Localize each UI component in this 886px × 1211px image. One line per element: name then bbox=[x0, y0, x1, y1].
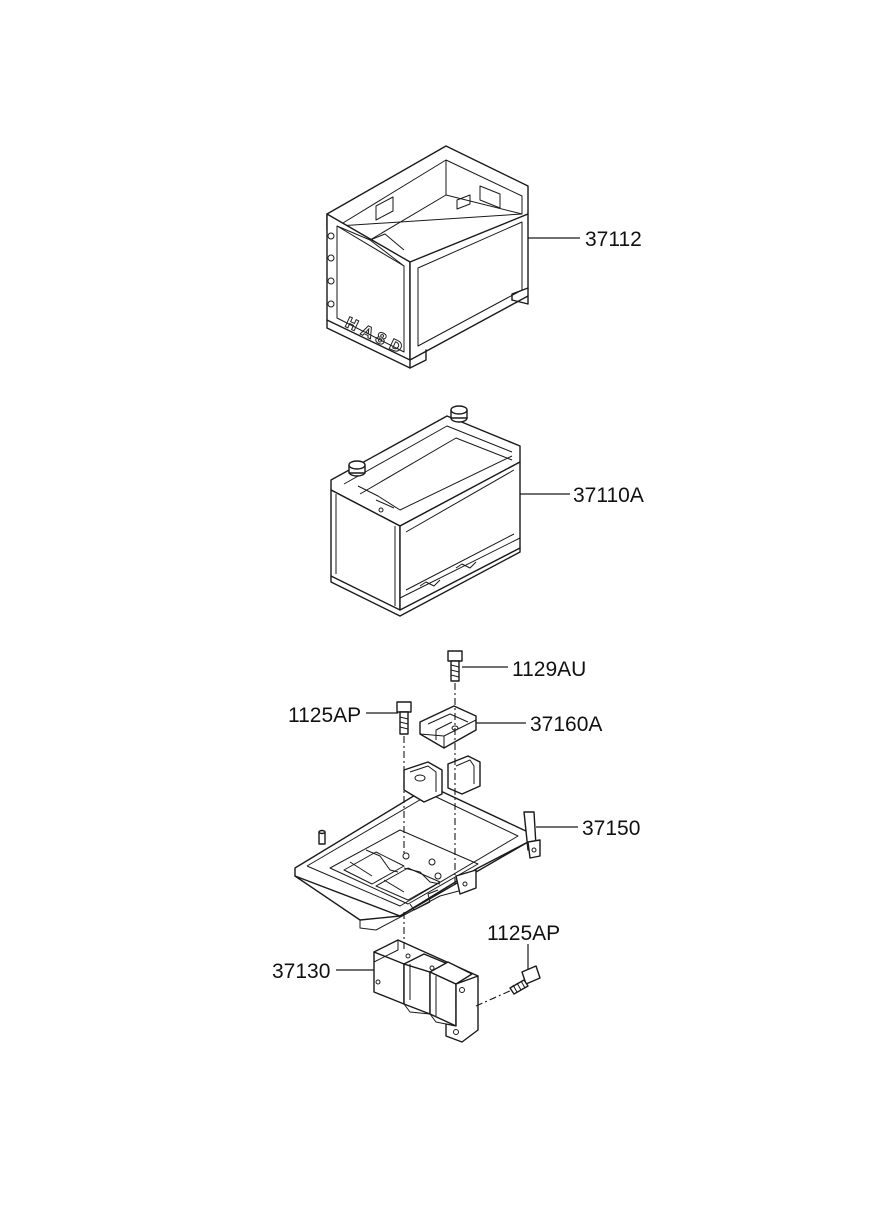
part-label-37110A[interactable]: 37110A bbox=[573, 484, 644, 507]
bolt-1125AP-lower-drawing bbox=[509, 965, 541, 995]
part-label-1129AU[interactable]: 1129AU bbox=[512, 658, 586, 681]
part-label-1125AP[interactable]: 1125AP bbox=[487, 922, 560, 945]
assembly-center-lines bbox=[403, 683, 513, 1007]
part-label-37150[interactable]: 37150 bbox=[582, 817, 640, 840]
battery-clamp-drawing bbox=[419, 705, 477, 749]
part-label-37112[interactable]: 37112 bbox=[585, 228, 642, 251]
battery-tray-drawing bbox=[294, 755, 541, 931]
part-label-37160A[interactable]: 37160A bbox=[530, 713, 602, 736]
battery-drawing bbox=[330, 405, 521, 617]
battery-insulation-box-drawing: H A 8 D bbox=[326, 145, 529, 369]
bolt-1125AP-upper-drawing bbox=[396, 701, 412, 735]
part-label-37130[interactable]: 37130 bbox=[272, 960, 330, 983]
part-label-1125AP[interactable]: 1125AP bbox=[288, 704, 361, 727]
bolt-1129AU-drawing bbox=[447, 650, 463, 682]
tray-bracket-drawing bbox=[373, 939, 479, 1043]
